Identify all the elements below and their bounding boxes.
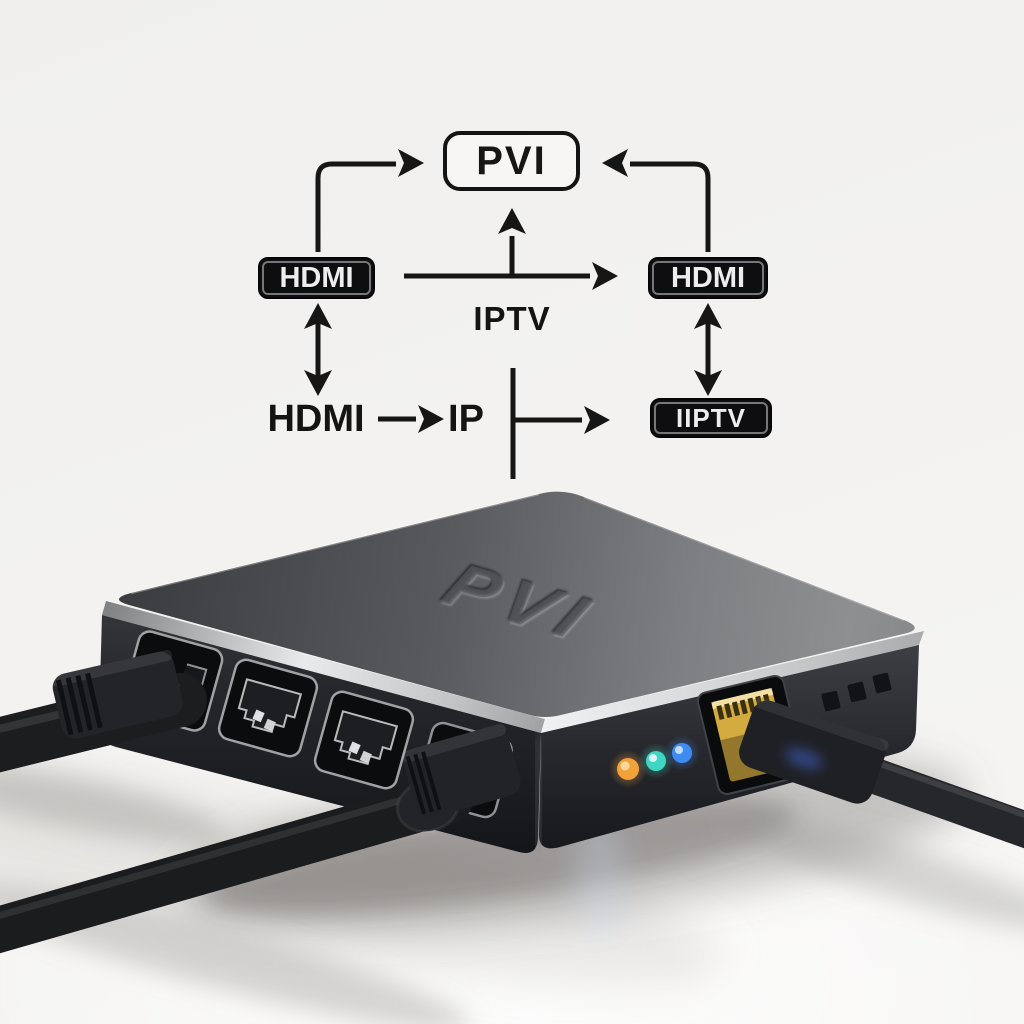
hdmi-cable-left [0,649,207,773]
hdmi-chip-right: HDMI [648,257,768,299]
iiptv-chip-label: IIPTV [675,402,746,433]
hdmi-chip-right-label: HDMI [670,261,746,294]
hdmi-plug-left [50,649,183,739]
diagram-arrows [315,161,711,479]
hdmi-chip-left-label: HDMI [279,261,354,294]
hdmi-port-3 [313,690,415,790]
iptv-label: IPTV [473,300,551,337]
flow-target-label: IP [448,398,484,440]
hdmi-chip-left: HDMI [258,257,375,299]
device-front-bevel [102,601,545,733]
led-indicators [609,735,700,788]
flow-source-label: HDMI [267,398,365,440]
pvi-box: PVI [443,131,580,191]
led-amber [609,750,647,788]
pvi-box-label: PVI [476,138,547,183]
hdmi-plug-front [401,723,521,819]
device-right-bevel [541,631,924,733]
ethernet-cable [739,697,1024,849]
led-blue [664,735,700,771]
ethernet-plug [739,697,889,804]
iiptv-chip: IIPTV [650,398,772,438]
hdmi-port-2 [217,658,319,758]
hdmi-cable-front [0,723,521,954]
vent-holes [821,672,892,712]
diagram-arrowheads [304,149,722,434]
device-top-face [118,491,915,717]
converter-device [0,491,1024,954]
